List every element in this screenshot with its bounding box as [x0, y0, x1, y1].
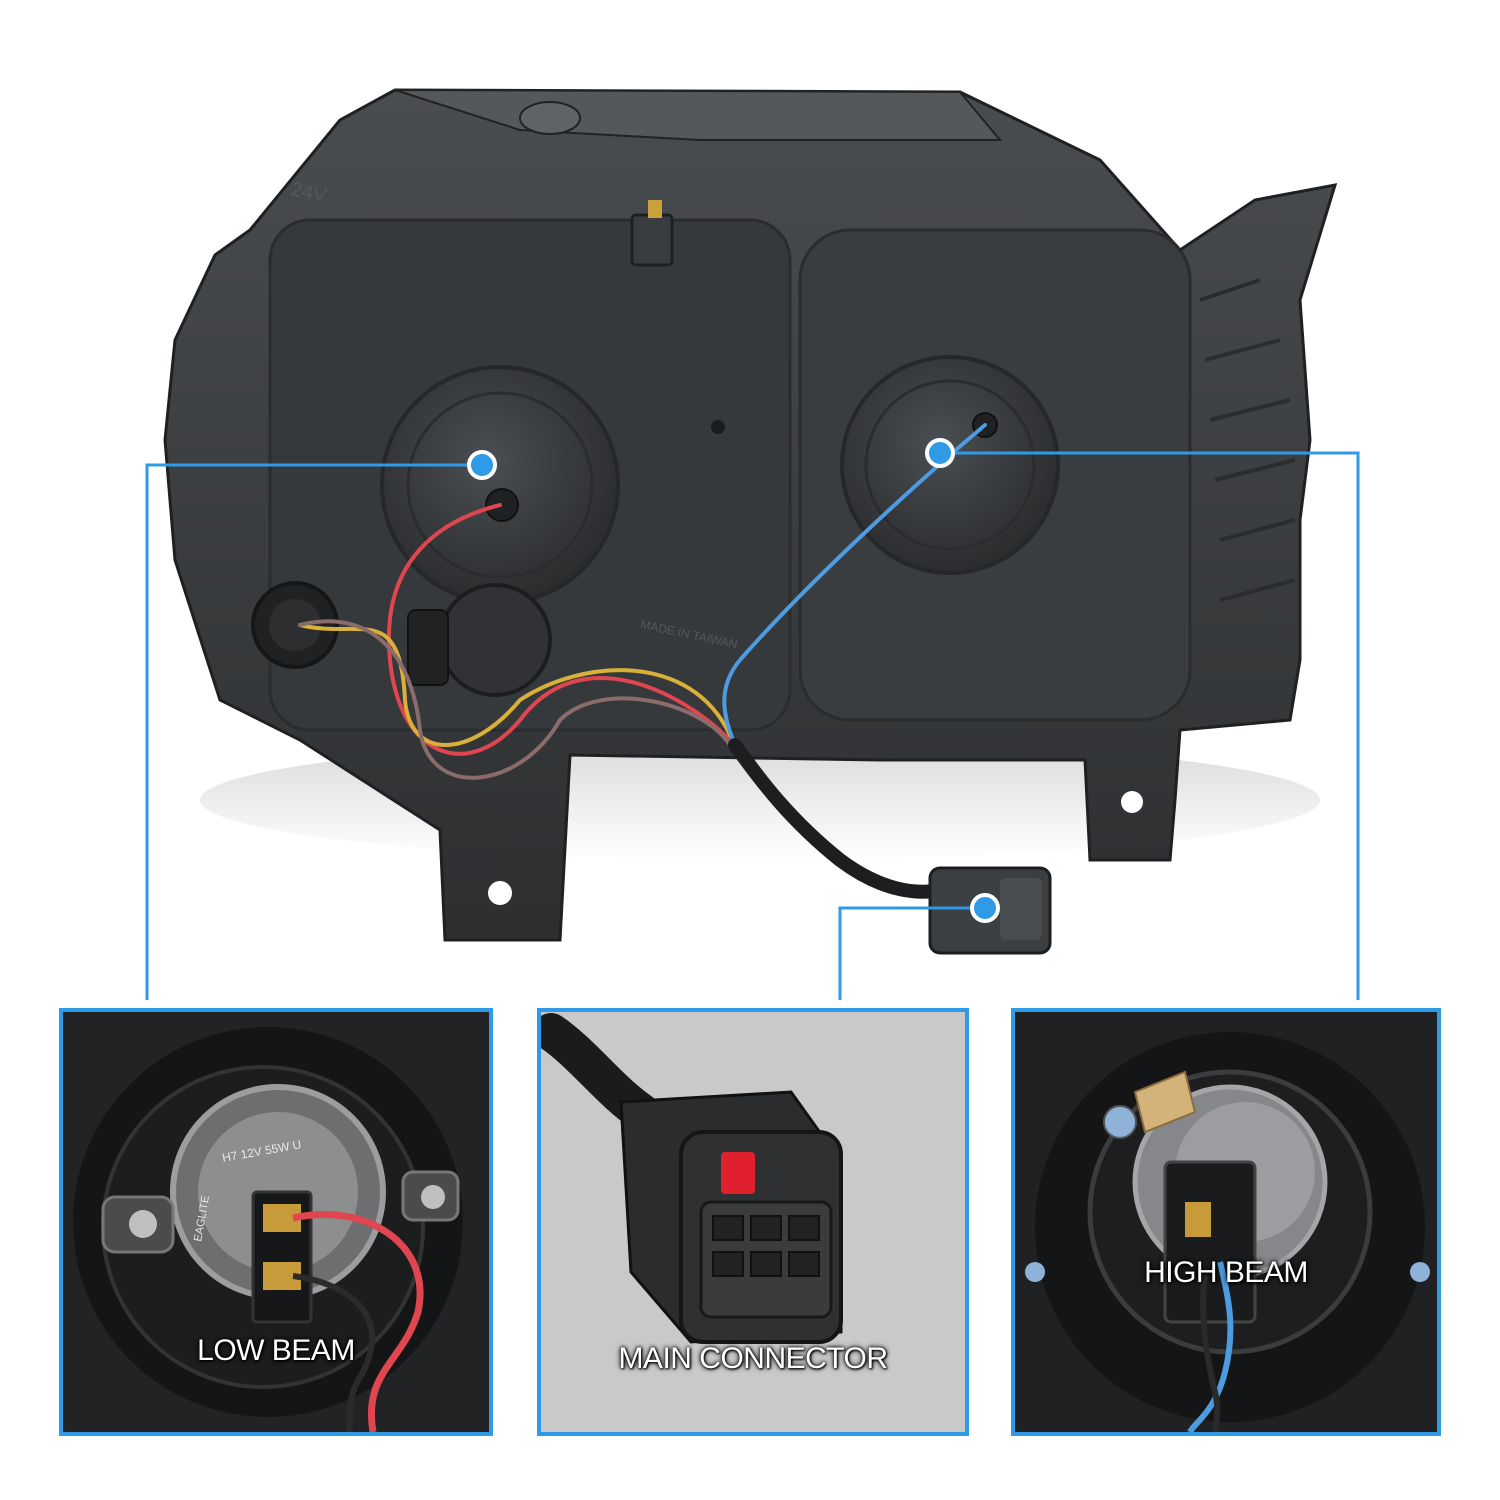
low-beam-cap: [380, 365, 620, 605]
high-beam-panel: HIGH BEAM: [1011, 1008, 1441, 1436]
callout-lines: [145, 451, 1360, 1000]
high-beam-label: HIGH BEAM: [1144, 1256, 1308, 1289]
mount-tab: [519, 101, 581, 135]
low-beam-panel: H7 12V 55W U EAGLITE LOW BEAM: [59, 1008, 493, 1436]
park-socket: [438, 583, 552, 697]
headlamp-rear-view: 24V MADE IN TAIWAN: [145, 88, 1360, 1000]
top-connector: [630, 213, 674, 267]
side-ribs: [1199, 278, 1296, 602]
low-beam-closeup: H7 12V 55W U EAGLITE: [63, 1012, 489, 1432]
main-connector-closeup: [541, 1012, 965, 1432]
wire-harness: [298, 423, 987, 780]
mount-hole: [1121, 791, 1143, 813]
high-beam-cap: [840, 355, 1060, 575]
callout-dots: [467, 438, 1000, 923]
main-connector-label: MAIN CONNECTOR: [618, 1342, 888, 1375]
low-beam-label: LOW BEAM: [197, 1334, 355, 1367]
main-connector-panel: MAIN CONNECTOR: [537, 1008, 969, 1436]
mount-hole: [488, 881, 512, 905]
high-beam-closeup: [1015, 1012, 1437, 1432]
main-cable: [728, 738, 947, 899]
